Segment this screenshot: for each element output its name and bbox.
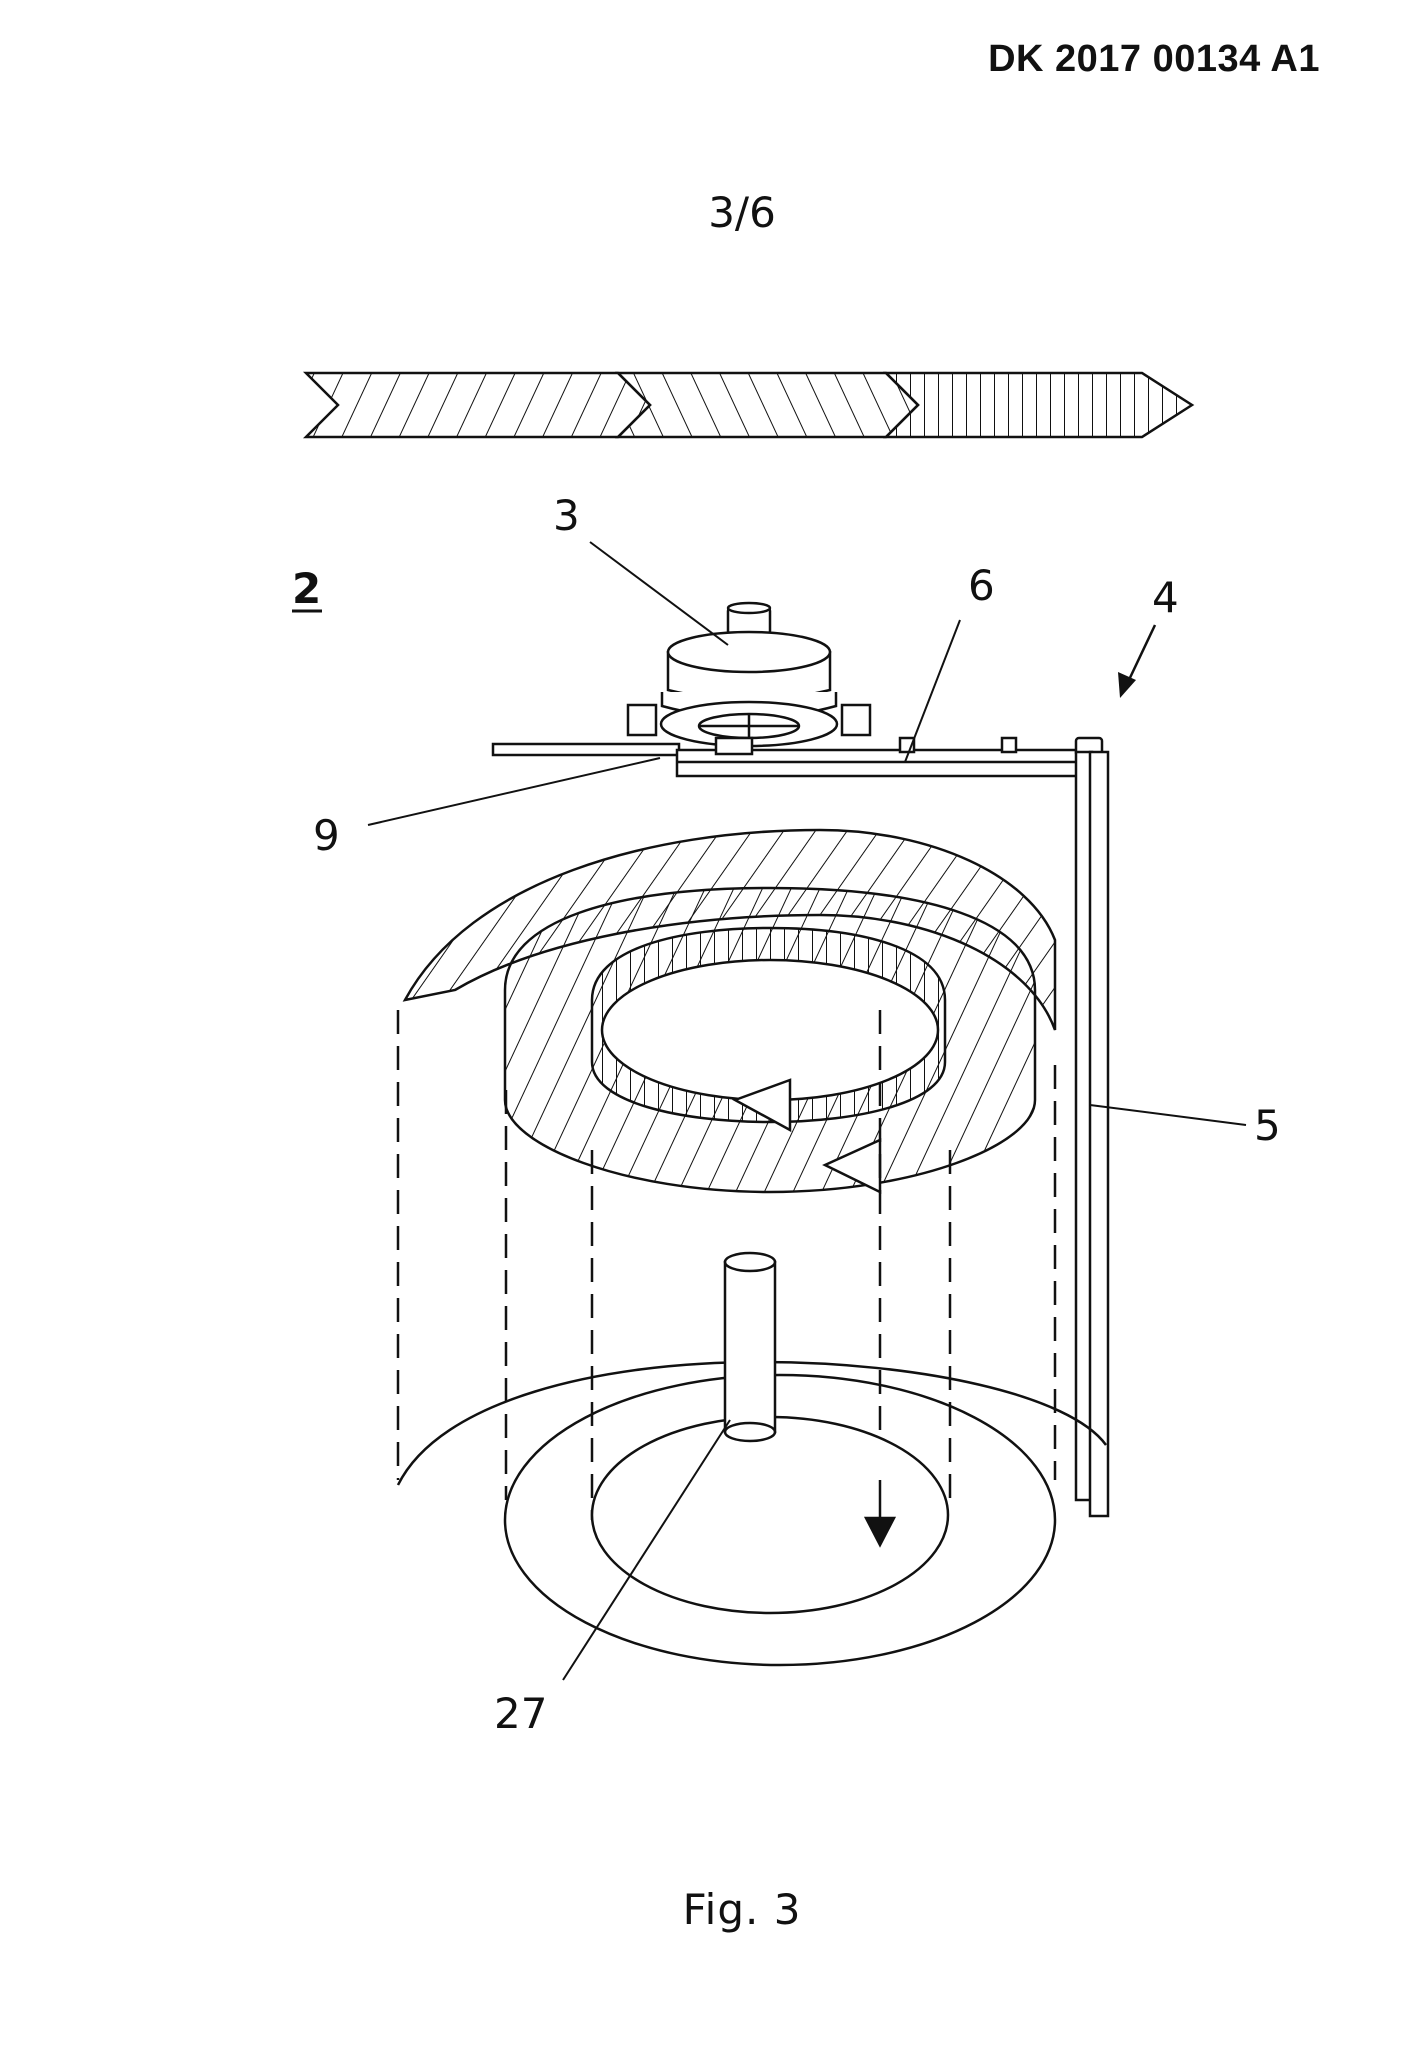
leader-lines — [367, 541, 1247, 1681]
label-4: 4 — [1152, 573, 1179, 622]
band-tip-inner — [731, 1078, 792, 1133]
label-3: 3 — [553, 491, 580, 540]
projection-lines — [396, 1010, 1057, 1520]
label-6: 6 — [968, 561, 995, 610]
label-9: 9 — [313, 811, 340, 860]
figure-caption: Fig. 3 — [682, 1885, 802, 1934]
sheet-number: 3/6 — [708, 188, 776, 237]
belt-strip — [302, 371, 1195, 439]
label-27: 27 — [494, 1689, 547, 1738]
belt-section-2 — [614, 371, 920, 439]
figure-ref-2: 2 — [292, 564, 321, 613]
pointer-arrow-4 — [1118, 624, 1157, 698]
spiral-belt — [402, 828, 1057, 1195]
inner-ring-opening — [600, 958, 940, 1102]
belt-section-3 — [882, 371, 1195, 439]
label-5: 5 — [1254, 1101, 1281, 1150]
base-assembly — [396, 1360, 1108, 1667]
motor-unit — [626, 601, 872, 748]
support-rod — [1074, 750, 1110, 1518]
document-number: DK 2017 00134 A1 — [988, 38, 1320, 80]
frame-arm — [491, 736, 1104, 778]
belt-section-1 — [302, 371, 652, 439]
spindle — [723, 1251, 777, 1443]
